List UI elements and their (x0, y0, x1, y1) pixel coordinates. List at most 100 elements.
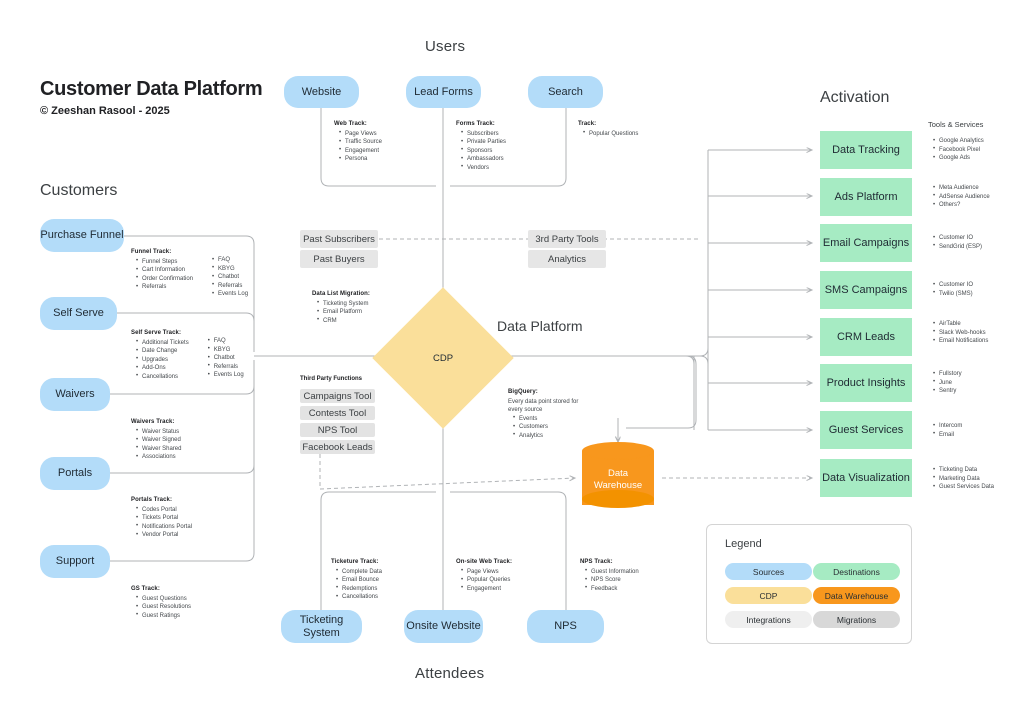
byline: © Zeeshan Rasool - 2025 (40, 105, 170, 117)
legend-chip-migrations: Migrations (813, 611, 900, 628)
track-item: Analytics (513, 431, 578, 441)
track-ticketure: Ticketure Track: Complete Data Email Bou… (331, 558, 382, 602)
node-crm-leads[interactable]: CRM Leads (820, 318, 912, 356)
bigquery-title: BigQuery: (508, 389, 538, 395)
track-item: Waiver Signed (136, 436, 181, 445)
node-ads-platform[interactable]: Ads Platform (820, 178, 912, 216)
legend-chip-destinations: Destinations (813, 563, 900, 580)
node-data-visualization[interactable]: Data Visualization (820, 459, 912, 497)
node-sms-campaigns[interactable]: SMS Campaigns (820, 271, 912, 309)
node-campaigns-tool[interactable]: Campaigns Tool (300, 389, 375, 403)
track-item: FAQ (212, 256, 248, 265)
track-item: Cancellations (336, 593, 382, 602)
tool-item: AirTable (933, 320, 988, 329)
tools-list: Customer IO Twilio (SMS) (928, 281, 973, 298)
node-contests-tool[interactable]: Contests Tool (300, 406, 375, 420)
track-item: Persona (339, 155, 382, 164)
tool-item: Customer IO (933, 234, 982, 243)
node-website[interactable]: Website (284, 76, 359, 108)
track-item: Referrals (208, 362, 244, 372)
track-forms-items: Subscribers Private Parties Sponsors Amb… (456, 129, 506, 173)
track-self-serve: Self Serve Track: Additional Tickets Dat… (131, 329, 244, 381)
track-nps-title: NPS Track: (580, 559, 613, 565)
tool-item: Email (933, 430, 962, 440)
track-waivers-items: Waiver Status Waiver Signed Waiver Share… (131, 427, 181, 462)
track-item: Referrals (136, 283, 193, 292)
track-item: Chatbot (212, 273, 248, 282)
track-item: Referrals (212, 281, 248, 291)
track-item: Guest Resolutions (136, 603, 191, 612)
node-nps-tool[interactable]: NPS Tool (300, 423, 375, 437)
page-title: Customer Data Platform (40, 78, 263, 100)
tools-list: Ticketing Data Marketing Data Guest Serv… (928, 466, 994, 492)
track-item: Engagement (339, 146, 382, 156)
track-item: Cart Information (136, 266, 193, 275)
node-data-warehouse[interactable]: Data Warehouse (582, 442, 654, 514)
track-item: Guest Ratings (136, 611, 191, 621)
tool-item: Google Analytics (933, 137, 984, 146)
node-portals[interactable]: Portals (40, 457, 110, 490)
tool-item: AdSense Audience (933, 192, 990, 202)
legend: Legend Sources Destinations CDP Data War… (706, 524, 912, 644)
node-past-subscribers[interactable]: Past Subscribers (300, 230, 378, 248)
track-item: Guest Questions (136, 594, 191, 604)
node-cdp[interactable]: CDP (372, 287, 514, 429)
node-support[interactable]: Support (40, 545, 110, 578)
node-waivers[interactable]: Waivers (40, 378, 110, 411)
track-item: Private Parties (461, 138, 506, 147)
node-self-serve[interactable]: Self Serve (40, 297, 117, 330)
track-gs-items: Guest Questions Guest Resolutions Guest … (131, 594, 191, 621)
track-item: Email Bounce (336, 576, 382, 585)
track-item: Tickets Portal (136, 514, 192, 523)
tool-item: Guest Services Data (933, 483, 994, 492)
node-purchase-funnel[interactable]: Purchase Funnel (40, 219, 124, 252)
tools-list: AirTable Slack Web-hooks Email Notificat… (928, 320, 988, 346)
tool-item: Facebook Pixel (933, 145, 984, 155)
node-ticketing-system[interactable]: Ticketing System (281, 610, 362, 643)
node-product-insights[interactable]: Product Insights (820, 364, 912, 402)
node-onsite-website[interactable]: Onsite Website (404, 610, 483, 643)
node-data-tracking[interactable]: Data Tracking (820, 131, 912, 169)
track-item: Popular Questions (583, 129, 638, 139)
track-item: KBYG (208, 345, 244, 355)
note-bigquery: BigQuery: Every data point stored for ev… (508, 388, 578, 440)
track-item: Codes Portal (136, 505, 192, 515)
track-waivers: Waivers Track: Waiver Status Waiver Sign… (131, 418, 181, 462)
node-lead-forms[interactable]: Lead Forms (406, 76, 481, 108)
track-item: Email Platform (317, 308, 370, 317)
node-past-buyers[interactable]: Past Buyers (300, 250, 378, 268)
track-self-serve-title: Self Serve Track: (131, 330, 182, 336)
node-guest-services[interactable]: Guest Services (820, 411, 912, 449)
track-item: FAQ (208, 337, 244, 346)
tools-guest-services: Intercom Email (928, 422, 962, 439)
cylinder-top (582, 442, 654, 460)
tool-item: Sentry (933, 387, 962, 396)
tool-item: Twilio (SMS) (933, 289, 973, 299)
node-3rd-party-tools[interactable]: 3rd Party Tools (528, 230, 606, 248)
track-web: Web Track: Page Views Traffic Source Eng… (334, 120, 382, 164)
track-item: Popular Queries (461, 576, 512, 585)
legend-chip-integrations: Integrations (725, 611, 812, 628)
track-item: Waiver Status (136, 427, 181, 437)
tool-item: Ticketing Data (933, 466, 994, 475)
track-item: Events (513, 414, 578, 424)
track-item: Vendor Portal (136, 531, 192, 540)
node-analytics[interactable]: Analytics (528, 250, 606, 268)
track-item: Engagement (461, 584, 512, 594)
node-search[interactable]: Search (528, 76, 603, 108)
track-web-items: Page Views Traffic Source Engagement Per… (334, 129, 382, 164)
node-email-campaigns[interactable]: Email Campaigns (820, 224, 912, 262)
tool-item: Slack Web-hooks (933, 328, 988, 338)
track-item: Subscribers (461, 129, 506, 139)
track-item: Guest Information (585, 567, 639, 577)
node-facebook-leads[interactable]: Facebook Leads (300, 440, 375, 454)
track-gs: GS Track: Guest Questions Guest Resoluti… (131, 585, 191, 620)
track-forms: Forms Track: Subscribers Private Parties… (456, 120, 506, 172)
node-nps[interactable]: NPS (527, 610, 604, 643)
track-web-title: Web Track: (334, 121, 367, 127)
tool-item: Email Notifications (933, 337, 988, 346)
bigquery-desc1: Every data point stored for (508, 398, 579, 405)
track-nps: NPS Track: Guest Information NPS Score F… (580, 558, 639, 593)
section-users-label: Users (425, 38, 466, 55)
track-item: Cancellations (136, 372, 189, 382)
